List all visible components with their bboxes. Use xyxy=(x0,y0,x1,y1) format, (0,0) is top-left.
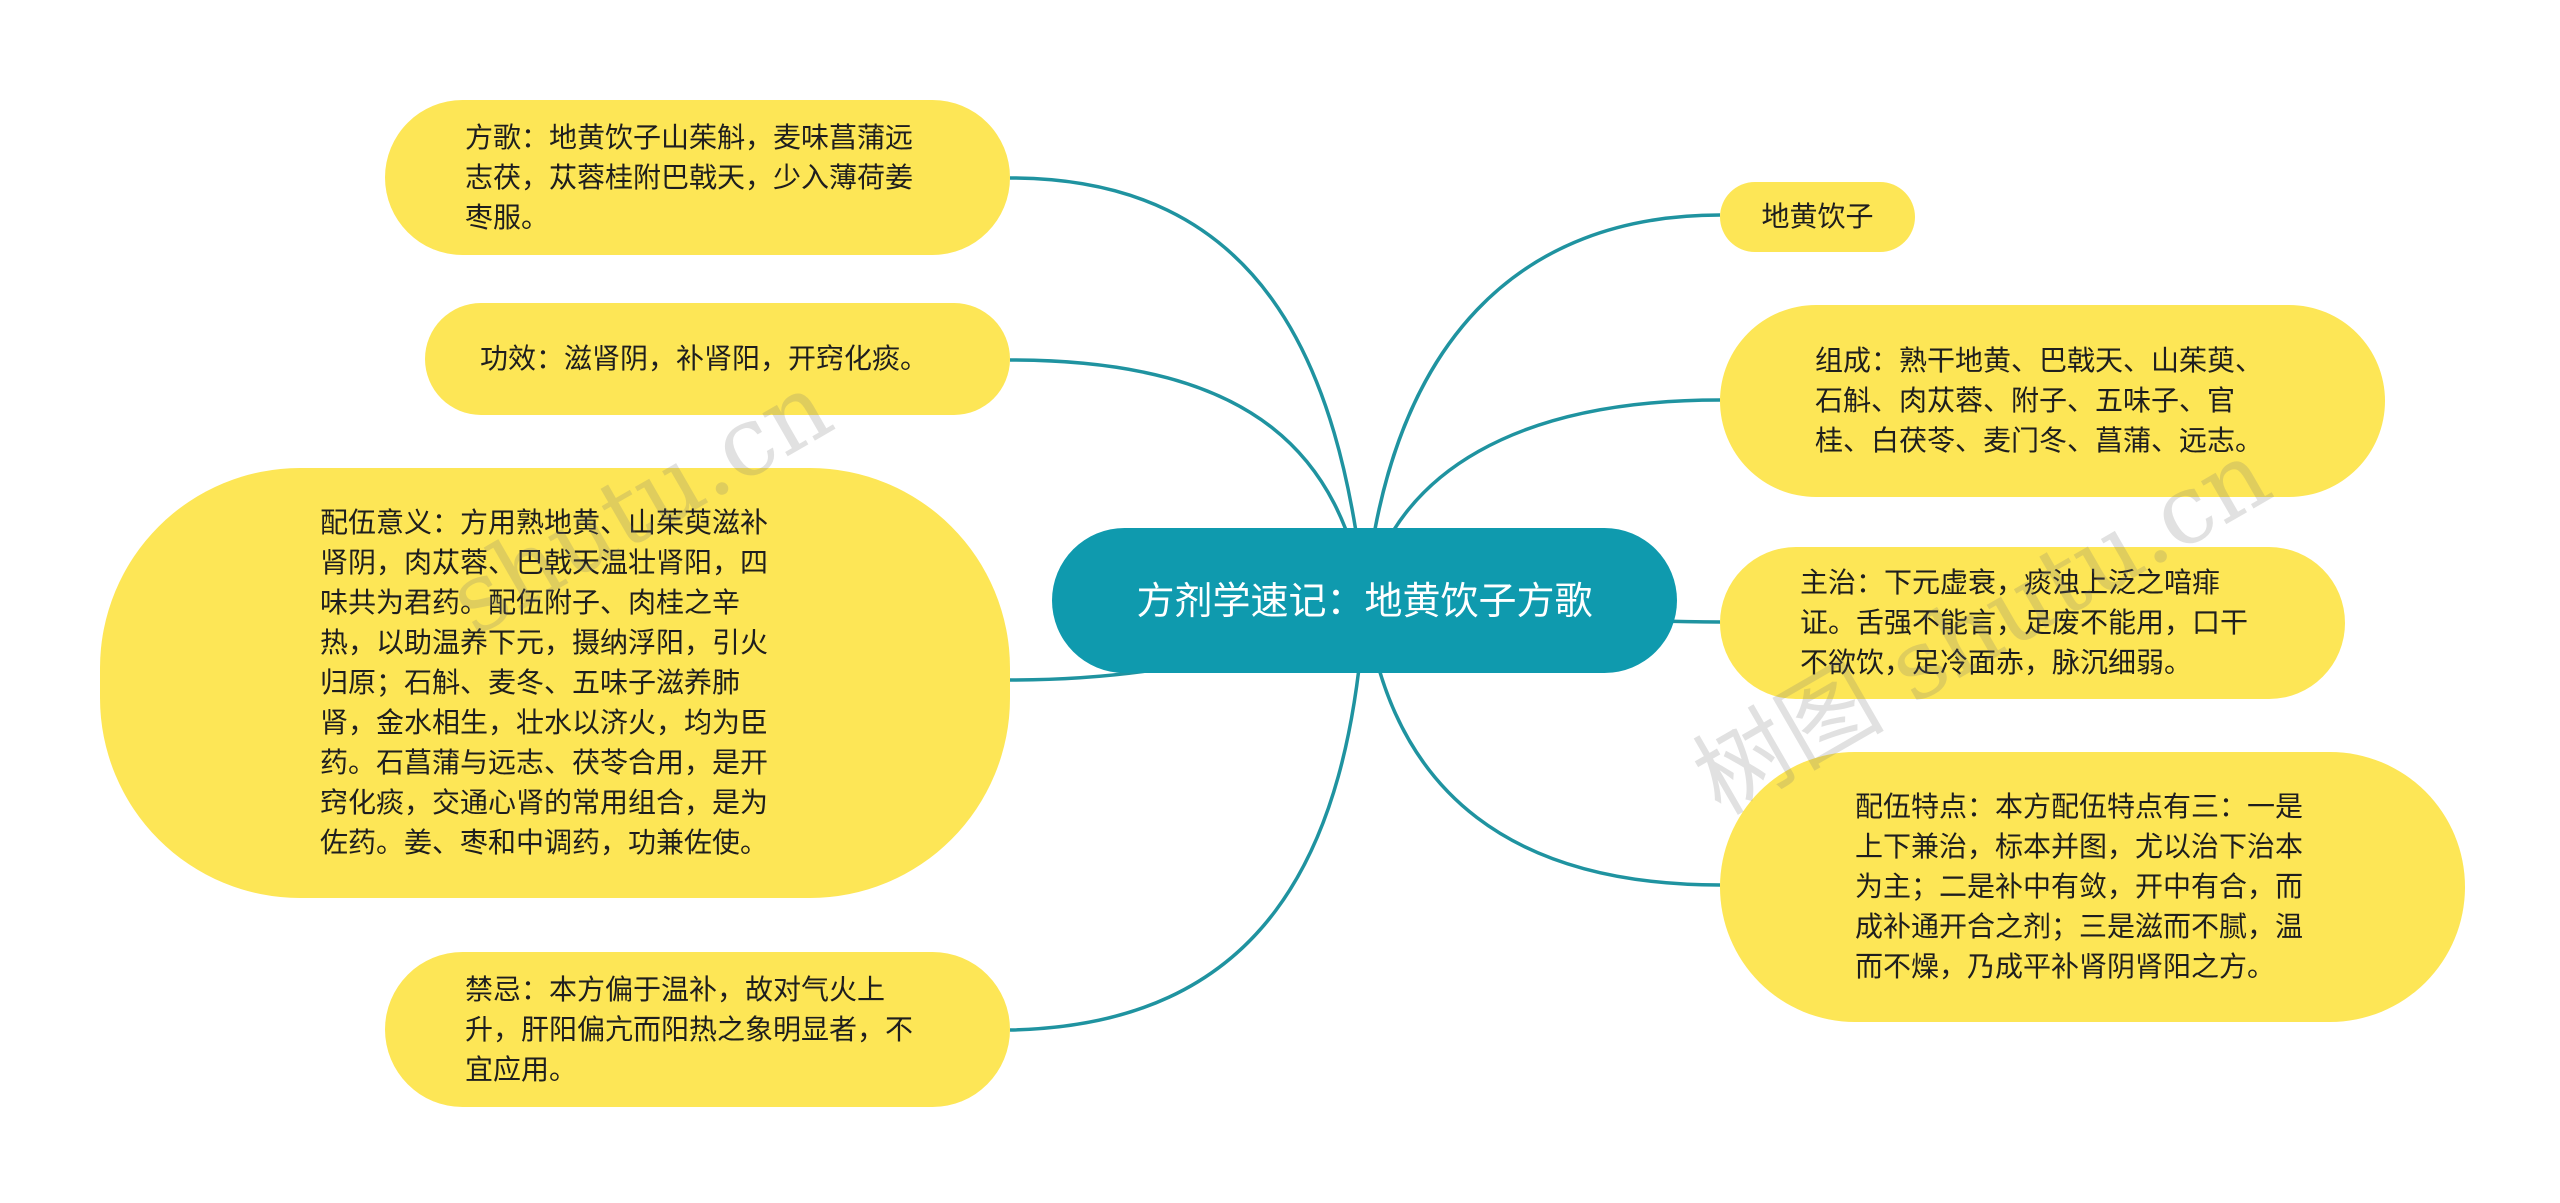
root-label: 方剂学速记：地黄饮子方歌 xyxy=(1136,578,1593,623)
branch-zucheng-label: 组成：熟干地黄、巴戟天、山茱萸、石斛、肉苁蓉、附子、五味子、官桂、白茯苓、麦门冬… xyxy=(1815,344,2264,457)
branch-name[interactable]: 地黄饮子 xyxy=(1720,182,1915,252)
branch-peiwu-tedian-label: 配伍特点：本方配伍特点有三：一是上下兼治，标本并图，尤以治下治本为主；二是补中有… xyxy=(1855,790,2304,983)
branch-peiwu-yiyi-label: 配伍意义：方用熟地黄、山茱萸滋补肾阴，肉苁蓉、巴戟天温壮肾阳，四味共为君药。配伍… xyxy=(320,506,769,859)
branch-zhuzhi[interactable]: 主治：下元虚衰，痰浊上泛之喑痱证。舌强不能言，足废不能用，口干不欲饮，足冷面赤，… xyxy=(1720,547,2345,699)
branch-peiwu-tedian[interactable]: 配伍特点：本方配伍特点有三：一是上下兼治，标本并图，尤以治下治本为主；二是补中有… xyxy=(1720,752,2465,1022)
link-name xyxy=(1363,213,1721,601)
branch-gongxiao[interactable]: 功效：滋肾阴，补肾阳，开窍化痰。 xyxy=(425,303,1010,415)
branch-zucheng[interactable]: 组成：熟干地黄、巴戟天、山茱萸、石斛、肉苁蓉、附子、五味子、官桂、白茯苓、麦门冬… xyxy=(1720,305,2385,497)
root-node[interactable]: 方剂学速记：地黄饮子方歌 xyxy=(1052,528,1677,673)
branch-fangge-label: 方歌：地黄饮子山茱斛，麦味菖蒲远志茯，苁蓉桂附巴戟天，少入薄荷姜枣服。 xyxy=(465,120,914,234)
branch-jinji-label: 禁忌：本方偏于温补，故对气火上升，肝阳偏亢而阳热之象明显者，不宜应用。 xyxy=(465,972,914,1086)
branch-name-label: 地黄饮子 xyxy=(1761,200,1874,233)
branch-jinji[interactable]: 禁忌：本方偏于温补，故对气火上升，肝阳偏亢而阳热之象明显者，不宜应用。 xyxy=(385,952,1010,1107)
branch-fangge[interactable]: 方歌：地黄饮子山茱斛，麦味菖蒲远志茯，苁蓉桂附巴戟天，少入薄荷姜枣服。 xyxy=(385,100,1010,255)
branch-gongxiao-label: 功效：滋肾阴，补肾阳，开窍化痰。 xyxy=(480,342,929,375)
link-fangge xyxy=(1009,176,1367,601)
link-peiwu-tedian xyxy=(1363,599,1721,887)
branch-peiwu-yiyi[interactable]: 配伍意义：方用熟地黄、山茱萸滋补肾阴，肉苁蓉、巴戟天温壮肾阳，四味共为君药。配伍… xyxy=(100,468,1010,898)
link-jinji xyxy=(1009,599,1367,1032)
branch-zhuzhi-label: 主治：下元虚衰，痰浊上泛之喑痱证。舌强不能言，足废不能用，口干不欲饮，足冷面赤，… xyxy=(1800,566,2249,679)
